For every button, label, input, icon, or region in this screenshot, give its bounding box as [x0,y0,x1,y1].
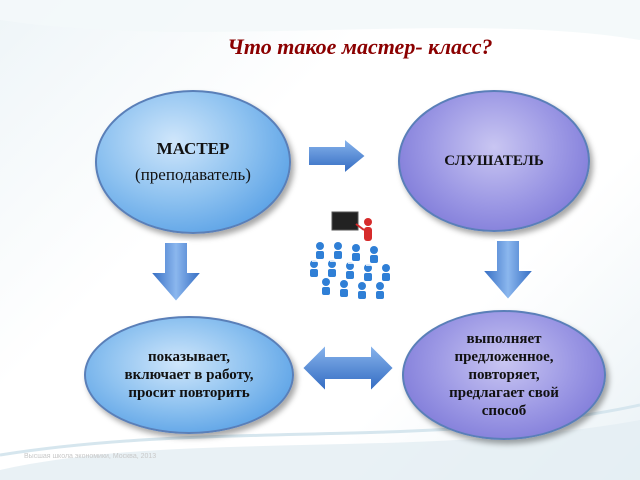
node-performs: выполняет предложенное, повторяет, предл… [402,310,606,440]
right-arrow-icon [307,136,368,176]
node-listener-label: СЛУШАТЕЛЬ [444,152,544,169]
double-arrow-icon [300,342,396,394]
node-shows: показывает, включает в работу, просит по… [84,316,294,434]
footer-text: Высшая школа экономики, Москва, 2013 [24,453,157,460]
down-arrow-right-icon [480,239,536,302]
node-master: МАСТЕР (преподаватель) [95,90,291,234]
node-master-subtitle: (преподаватель) [135,165,251,184]
node-listener: СЛУШАТЕЛЬ [398,90,590,232]
down-arrow-left-icon [148,241,204,304]
teacher-students-clipart [298,206,410,302]
node-master-title: МАСТЕР [156,139,230,158]
page-title: Что такое мастер- класс? [227,34,493,59]
node-shows-text: показывает, включает в работу, просит по… [124,349,254,401]
node-performs-text: выполняет предложенное, повторяет, предл… [449,331,559,419]
